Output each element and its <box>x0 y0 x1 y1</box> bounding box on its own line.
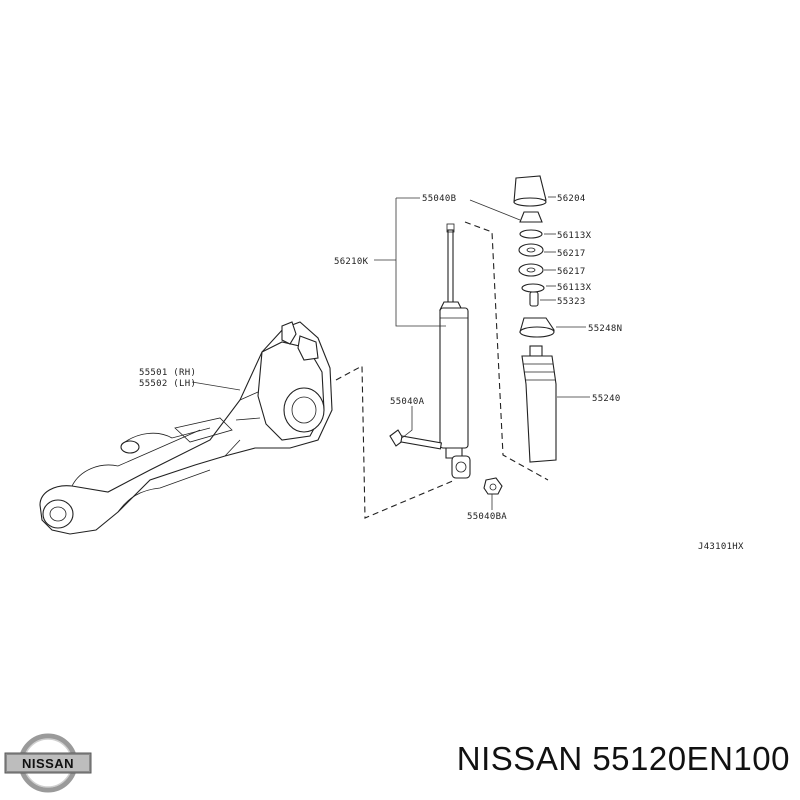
leader-lines <box>191 196 590 510</box>
label-56217-lower: 56217 <box>557 267 586 277</box>
label-55040B: 55040B <box>422 194 456 204</box>
logo-text: NISSAN <box>22 756 74 771</box>
nissan-logo: NISSAN <box>4 733 92 793</box>
part-number-labels: 56204 55040B 56113X 56217 56217 56113X 5… <box>139 194 744 552</box>
lower-nut-drawing <box>483 477 503 495</box>
label-56217-upper: 56217 <box>557 249 586 259</box>
label-56113X-upper: 56113X <box>557 231 592 241</box>
product-caption: NISSAN 55120EN100 <box>456 740 790 777</box>
label-56113X-lower: 56113X <box>557 283 592 293</box>
label-55502-lh: 55502 (LH) <box>139 379 196 389</box>
upper-mount-stack-drawing <box>513 175 557 463</box>
label-55248N: 55248N <box>588 324 622 334</box>
drawing-code: J43101HX <box>698 542 744 552</box>
label-55040A: 55040A <box>390 397 425 407</box>
label-55323: 55323 <box>557 297 586 307</box>
label-56210K: 56210K <box>334 257 369 267</box>
rear-knuckle-drawing <box>39 321 333 535</box>
label-55501-rh: 55501 (RH) <box>139 368 196 378</box>
lower-bolt-drawing <box>389 429 443 450</box>
label-55240: 55240 <box>592 394 621 404</box>
shock-absorber-drawing <box>439 223 471 479</box>
label-55040BA: 55040BA <box>467 512 507 522</box>
label-56204: 56204 <box>557 194 586 204</box>
assembly-dashed-lines <box>335 221 549 519</box>
